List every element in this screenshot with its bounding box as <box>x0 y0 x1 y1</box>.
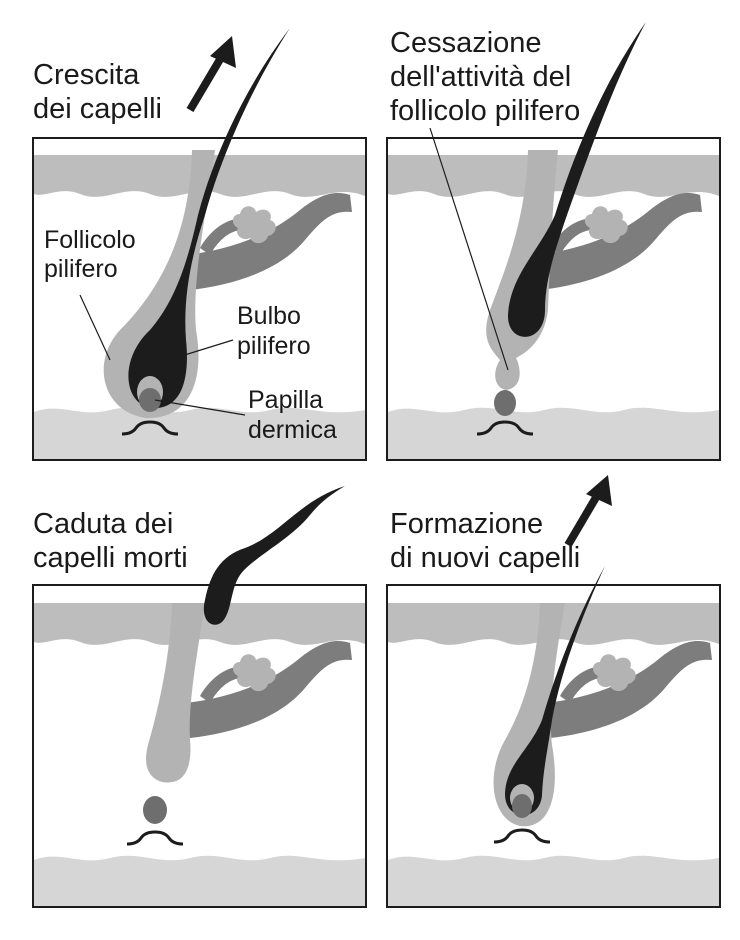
label-line: pilifero <box>237 332 311 360</box>
title-new-growth: Formazione di nuovi capelli <box>390 508 580 574</box>
arrector-muscle <box>185 192 352 290</box>
panel-growth: Crescita dei capelli Follicolo pilifero … <box>32 28 367 461</box>
follicle-sheath <box>486 150 558 390</box>
label-line: Follicolo <box>44 226 136 254</box>
dermal-papilla <box>143 796 167 824</box>
hair-shaft <box>128 28 290 409</box>
leader-bulb <box>161 339 234 363</box>
arrow-up-right-icon <box>564 475 612 548</box>
leader-papilla <box>154 399 246 416</box>
label-line: dermica <box>248 416 337 444</box>
arrow-up-right-icon <box>186 36 236 113</box>
hair-shaft <box>507 22 646 337</box>
falling-hair <box>203 486 345 625</box>
arrector-muscle <box>535 192 702 290</box>
dermal-papilla <box>512 794 532 818</box>
leader-cessation <box>429 127 509 371</box>
title-line: Cessazione <box>390 27 542 59</box>
follicle-sheath <box>146 603 205 783</box>
dermis-band <box>34 855 365 906</box>
title-line: dei capelli <box>33 93 162 125</box>
panel-new-growth: Formazione di nuovi capelli <box>386 475 721 908</box>
hair-shaft <box>505 566 605 816</box>
dermal-papilla <box>139 388 161 412</box>
title-cessation: Cessazione dell'attività del follicolo p… <box>390 27 580 127</box>
title-growth: Crescita dei capelli <box>33 59 162 125</box>
dermal-papilla <box>494 390 516 416</box>
title-line: Caduta dei <box>33 508 173 540</box>
panel-shedding: Caduta dei capelli morti <box>32 486 367 908</box>
dermis-band <box>388 855 719 906</box>
title-shedding: Caduta dei capelli morti <box>33 508 188 574</box>
title-line: di nuovi capelli <box>390 542 580 574</box>
dermis-band <box>34 407 365 459</box>
title-line: capelli morti <box>33 542 188 574</box>
label-bulb: Bulbo pilifero <box>237 302 311 360</box>
leader-follicle <box>79 294 111 361</box>
label-line: Bulbo <box>237 302 301 330</box>
dermis-band <box>388 407 719 459</box>
title-line: dell'attività del <box>390 61 571 93</box>
panel-cessation: Cessazione dell'attività del follicolo p… <box>386 22 721 461</box>
arrector-muscle <box>545 640 712 738</box>
label-line: Papilla <box>248 386 323 414</box>
label-papilla: Papilla dermica <box>248 386 337 444</box>
title-line: Formazione <box>390 508 543 540</box>
follicle-sheath <box>103 150 215 419</box>
arrector-muscle <box>185 640 352 738</box>
label-line: pilifero <box>44 255 118 283</box>
title-line: follicolo pilifero <box>390 95 580 127</box>
label-follicle: Follicolo pilifero <box>44 226 143 283</box>
title-line: Crescita <box>33 59 140 91</box>
